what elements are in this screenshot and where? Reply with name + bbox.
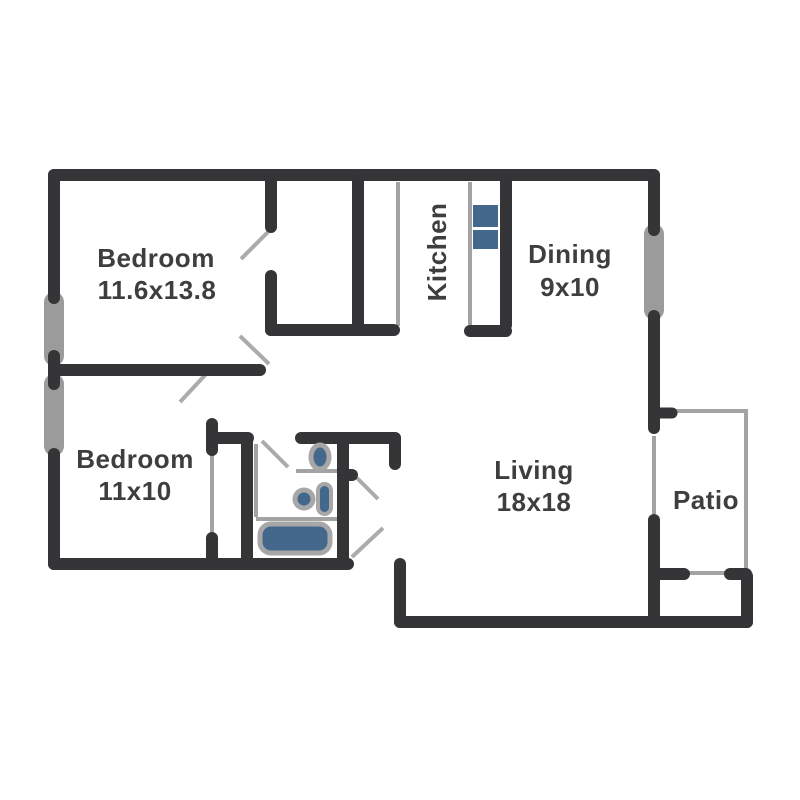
room-label-patio: Patio	[673, 485, 739, 515]
room-label-bedroom2: Bedroom 11x10	[76, 444, 194, 506]
appliance-lower-icon	[473, 230, 498, 249]
dining-dimensions: 9x10	[540, 272, 600, 302]
bedroom2-door-swing-icon	[178, 370, 210, 404]
dining-name: Dining	[528, 239, 612, 269]
room-label-kitchen: Kitchen	[422, 203, 452, 302]
bathroom-door-swing-icon	[260, 439, 290, 469]
patio-name: Patio	[673, 485, 739, 515]
living-name: Living	[494, 455, 574, 485]
bedroom1-door-swing-icon	[238, 334, 271, 366]
hall-door-swing-icon	[355, 476, 380, 501]
room-label-living: Living 18x18	[494, 455, 574, 517]
fixtures-layer	[257, 205, 498, 556]
sink-icon	[292, 487, 316, 511]
room-label-dining: Dining 9x10	[528, 239, 612, 302]
openings-layer	[44, 182, 748, 575]
bedroom2-name: Bedroom	[76, 444, 194, 474]
vanity-cabinet-icon	[316, 482, 333, 516]
walls-layer	[48, 169, 753, 628]
toilet-icon	[308, 442, 332, 472]
bathtub-icon	[257, 521, 333, 556]
kitchen-name: Kitchen	[422, 203, 452, 302]
room-label-bedroom1: Bedroom 11.6x13.8	[97, 243, 216, 305]
appliance-upper-icon	[473, 205, 498, 227]
living-dimensions: 18x18	[497, 487, 572, 517]
bedroom1-dimensions: 11.6x13.8	[98, 275, 217, 305]
closet1-door-swing-icon	[239, 230, 270, 261]
entry-door-swing-icon	[350, 526, 385, 559]
bedroom2-dimensions: 11x10	[98, 476, 171, 506]
labels-layer: Bedroom 11.6x13.8 Kitchen Dining 9x10 Be…	[76, 203, 739, 517]
bedroom1-name: Bedroom	[97, 243, 215, 273]
